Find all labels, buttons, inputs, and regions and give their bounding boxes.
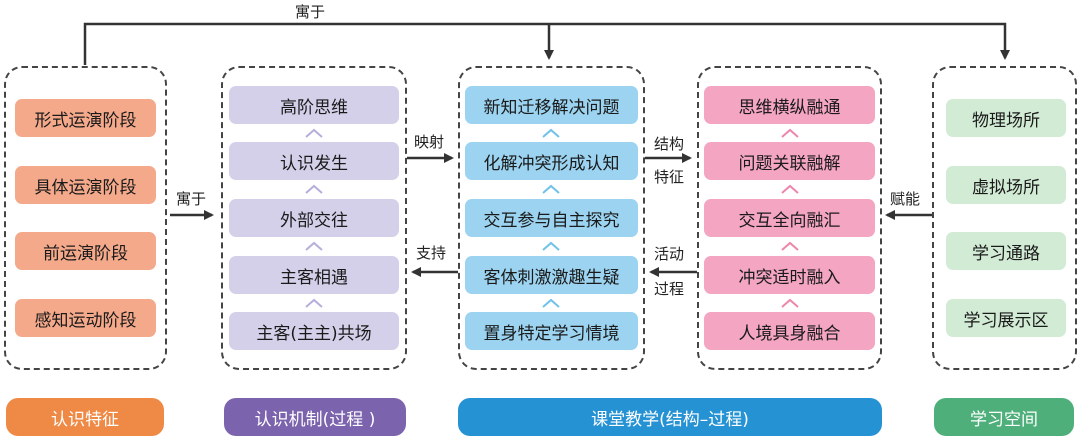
c4-item-timely-conflict: 冲突适时融入 (704, 256, 875, 294)
chevron-up-icon (305, 184, 323, 194)
c4-item-problem-linkage: 问题关联融解 (704, 142, 875, 180)
column-classroom-structure (697, 66, 882, 370)
label-c3-c4-structure: 结构 (654, 135, 685, 153)
c2-item-subject-object-meet: 主客相遇 (229, 256, 399, 294)
chevron-up-icon (305, 241, 323, 251)
c5-item-showcase-area: 学习展示区 (946, 299, 1066, 337)
chevron-up-icon (305, 128, 323, 138)
label-c3-c4-feature: 特征 (654, 168, 685, 186)
c1-item-sensorimotor: 感知运动阶段 (15, 299, 156, 337)
c3-item-situated-learning: 置身特定学习情境 (465, 312, 638, 350)
c2-item-higher-order-thinking: 高阶思维 (229, 86, 399, 124)
column-cognitive-mechanism (221, 66, 407, 370)
c5-item-virtual-place: 虚拟场所 (946, 166, 1066, 204)
c1-item-concrete-operational: 具体运演阶段 (15, 166, 156, 204)
c1-item-formal-operational: 形式运演阶段 (15, 99, 156, 137)
top-label: 寓于 (295, 3, 326, 21)
chevron-up-icon (542, 241, 560, 251)
chevron-up-icon (542, 184, 560, 194)
tag-cognitive-mechanism: 认识机制(过程 ) (224, 398, 406, 436)
c4-item-thinking-integration: 思维横纵融通 (704, 86, 875, 124)
c5-item-learning-path: 学习通路 (946, 232, 1066, 270)
label-c1-to-c2: 寓于 (176, 190, 207, 208)
tag-cognitive-features: 认识特征 (6, 398, 164, 436)
column-cognitive-features (4, 66, 167, 370)
c2-item-cognition-occurs: 认识发生 (229, 142, 399, 180)
column-learning-space (932, 66, 1077, 370)
c3-item-transfer-solve: 新知迁移解决问题 (465, 86, 638, 124)
top-bracket-line (83, 22, 1010, 65)
chevron-up-icon (781, 241, 799, 251)
c2-item-co-presence: 主客(主主)共场 (229, 312, 399, 350)
chevron-up-icon (781, 128, 799, 138)
c2-item-external-interaction: 外部交往 (229, 199, 399, 237)
c3-item-stimulate-curiosity: 客体刺激激趣生疑 (465, 256, 638, 294)
chevron-up-icon (781, 184, 799, 194)
label-c4-c3-process: 过程 (654, 280, 685, 298)
chevron-up-icon (781, 298, 799, 308)
tag-classroom-teaching: 课堂教学(结构–过程) (458, 398, 882, 436)
label-c4-c3-activity: 活动 (654, 245, 685, 263)
c1-item-preoperational: 前运演阶段 (15, 232, 156, 270)
column-classroom-process (458, 66, 645, 370)
c4-item-embodied-fusion: 人境具身融合 (704, 312, 875, 350)
chevron-up-icon (542, 298, 560, 308)
c4-item-interactive-convergence: 交互全向融汇 (704, 199, 875, 237)
label-c3-to-c2: 支持 (416, 244, 447, 262)
label-c2-to-c3: 映射 (414, 133, 445, 151)
c3-item-resolve-conflict: 化解冲突形成认知 (465, 142, 638, 180)
chevron-up-icon (305, 298, 323, 308)
tag-learning-space: 学习空间 (934, 398, 1074, 436)
c3-item-interactive-inquiry: 交互参与自主探究 (465, 199, 638, 237)
c5-item-physical-place: 物理场所 (946, 99, 1066, 137)
chevron-up-icon (542, 128, 560, 138)
label-c5-to-c4: 赋能 (890, 190, 921, 208)
